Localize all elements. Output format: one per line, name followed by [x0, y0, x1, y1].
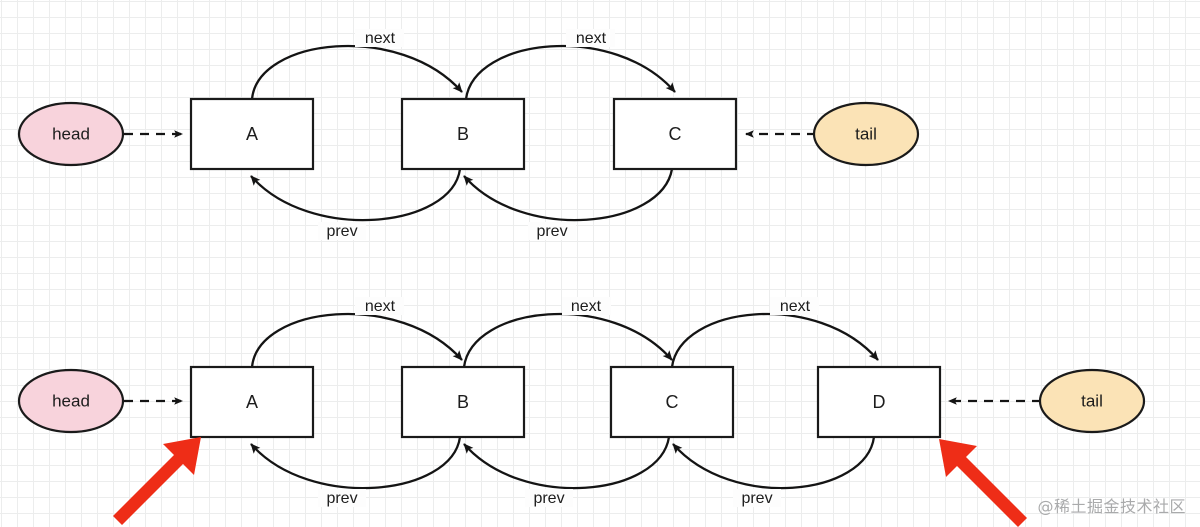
- edge-prev-b-a: [250, 168, 462, 222]
- tail-ellipse-after: [1038, 368, 1146, 434]
- node-box-b-b: [400, 365, 526, 439]
- node-label-b-a: A: [246, 392, 258, 412]
- row-before: head tail A B C next next prev prev: [17, 29, 920, 240]
- edge-next-a-b-2: [250, 312, 463, 368]
- row-after: head tail A B C D next next next prev p: [17, 297, 1146, 507]
- edge-label-prev-t-2: prev: [536, 223, 567, 240]
- edge-prev-d-c-2: [672, 436, 876, 490]
- edge-prev-b-a-2: [250, 436, 462, 490]
- node-box-t-c: [612, 97, 738, 171]
- head-ellipse-before: [17, 101, 125, 167]
- edge-prev-c-b: [463, 168, 674, 222]
- edge-label-prev-t-1: prev: [326, 223, 357, 240]
- edge-label-next-b-2: next: [571, 298, 602, 315]
- edge-label-next-t-2: next: [576, 30, 607, 47]
- edge-next-c-d-2: [670, 312, 879, 368]
- head-ellipse-after: [17, 368, 125, 434]
- node-label-b-b: B: [457, 392, 469, 412]
- edge-label-prev-b-2: prev: [533, 490, 564, 507]
- edge-next-a-b: [250, 44, 463, 100]
- node-box-t-a: [189, 97, 315, 171]
- node-label-t-b: B: [457, 124, 469, 144]
- node-box-b-d: [816, 365, 942, 439]
- node-label-t-a: A: [246, 124, 258, 144]
- node-box-b-c: [609, 365, 735, 439]
- node-box-t-b: [400, 97, 526, 171]
- node-label-b-c: C: [666, 392, 679, 412]
- tail-ellipse-before: [812, 101, 920, 167]
- edge-label-next-t-1: next: [365, 30, 396, 47]
- edge-label-prev-b-3: prev: [741, 490, 772, 507]
- edge-prev-c-b-2: [463, 436, 671, 490]
- node-label-b-d: D: [873, 392, 886, 412]
- tail-label-before: tail: [855, 124, 877, 143]
- edge-label-next-b-3: next: [780, 298, 811, 315]
- edge-label-prev-b-1: prev: [326, 490, 357, 507]
- pointer-right: [939, 439, 1027, 527]
- watermark: @稀土掘金技术社区: [1037, 497, 1186, 516]
- node-label-t-c: C: [669, 124, 682, 144]
- tail-label-after: tail: [1081, 391, 1103, 410]
- head-label-before: head: [52, 124, 90, 143]
- pointer-left: [113, 437, 201, 525]
- edge-next-b-c: [464, 44, 676, 100]
- head-label-after: head: [52, 391, 90, 410]
- edge-label-next-b-1: next: [365, 298, 396, 315]
- edge-next-b-c-2: [462, 312, 673, 368]
- node-box-b-a: [189, 365, 315, 439]
